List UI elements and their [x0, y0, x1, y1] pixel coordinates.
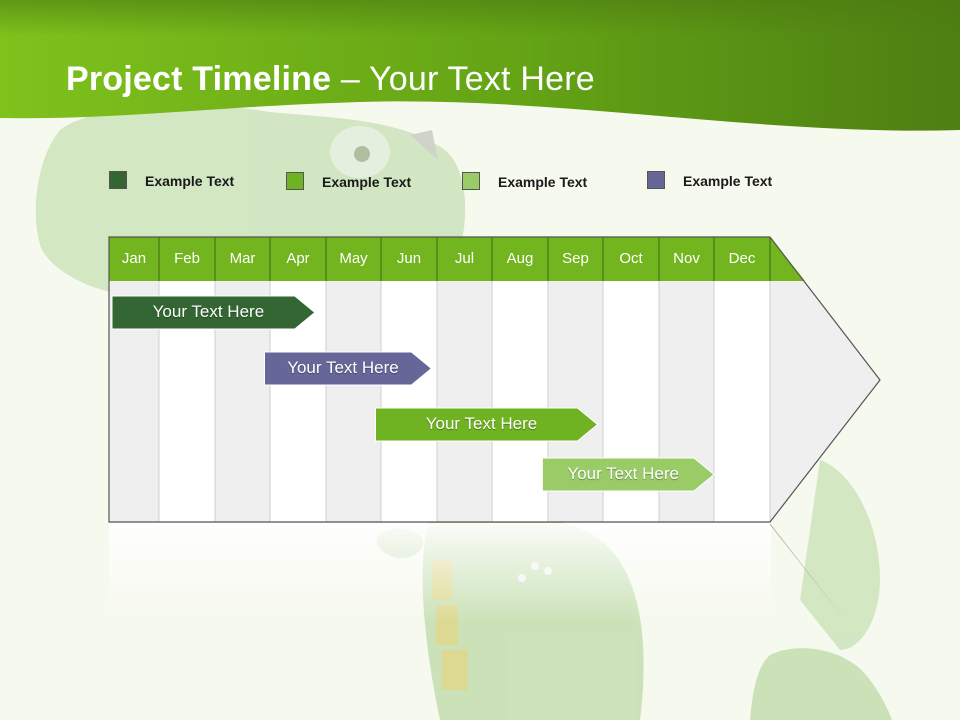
legend-label: Example Text [322, 174, 412, 190]
column-stripe [326, 281, 381, 522]
legend-label: Example Text [683, 173, 773, 189]
month-label-sep: Sep [562, 250, 589, 267]
month-label-jun: Jun [396, 250, 422, 267]
task-label-3: Your Text Here [425, 414, 538, 433]
timeline-reflection [108, 523, 846, 623]
month-label-oct: Oct [619, 250, 643, 267]
legend-swatch [462, 172, 480, 190]
title-bold: Project Timeline [66, 60, 332, 98]
task-label-2: Your Text Here [287, 358, 399, 377]
task-arrow-4 [541, 457, 715, 492]
month-label-apr: Apr [286, 250, 310, 267]
task-label-1: Your Text Here [152, 302, 265, 321]
timeline-header-bar [109, 237, 805, 281]
page-title: Project Timeline – Your Text Here [66, 60, 595, 99]
legend-swatch [286, 172, 304, 190]
month-label-jul: Jul [454, 250, 475, 267]
task-arrow-2 [264, 351, 433, 386]
month-label-jan: Jan [121, 250, 147, 267]
legend-label: Example Text [498, 174, 588, 190]
task-arrow-3 [375, 407, 599, 442]
timeline-arrow-head [770, 281, 880, 522]
month-label-may: May [339, 250, 368, 267]
task-arrows [111, 295, 715, 492]
legend-swatch [647, 171, 665, 189]
legend-swatch [109, 171, 127, 189]
legend-label: Example Text [145, 173, 235, 189]
month-label-dec: Dec [728, 250, 756, 267]
month-label-feb: Feb [174, 250, 200, 267]
title-rest: – Your Text Here [331, 60, 595, 98]
task-arrow-1 [111, 295, 316, 330]
column-stripe [437, 281, 492, 522]
month-label-aug: Aug [506, 250, 534, 267]
month-label-mar: Mar [229, 250, 256, 267]
timeline-outline [108, 236, 881, 523]
month-label-nov: Nov [673, 250, 700, 267]
task-label-4: Your Text Here [567, 464, 679, 483]
header-banner-shade [0, 0, 960, 36]
